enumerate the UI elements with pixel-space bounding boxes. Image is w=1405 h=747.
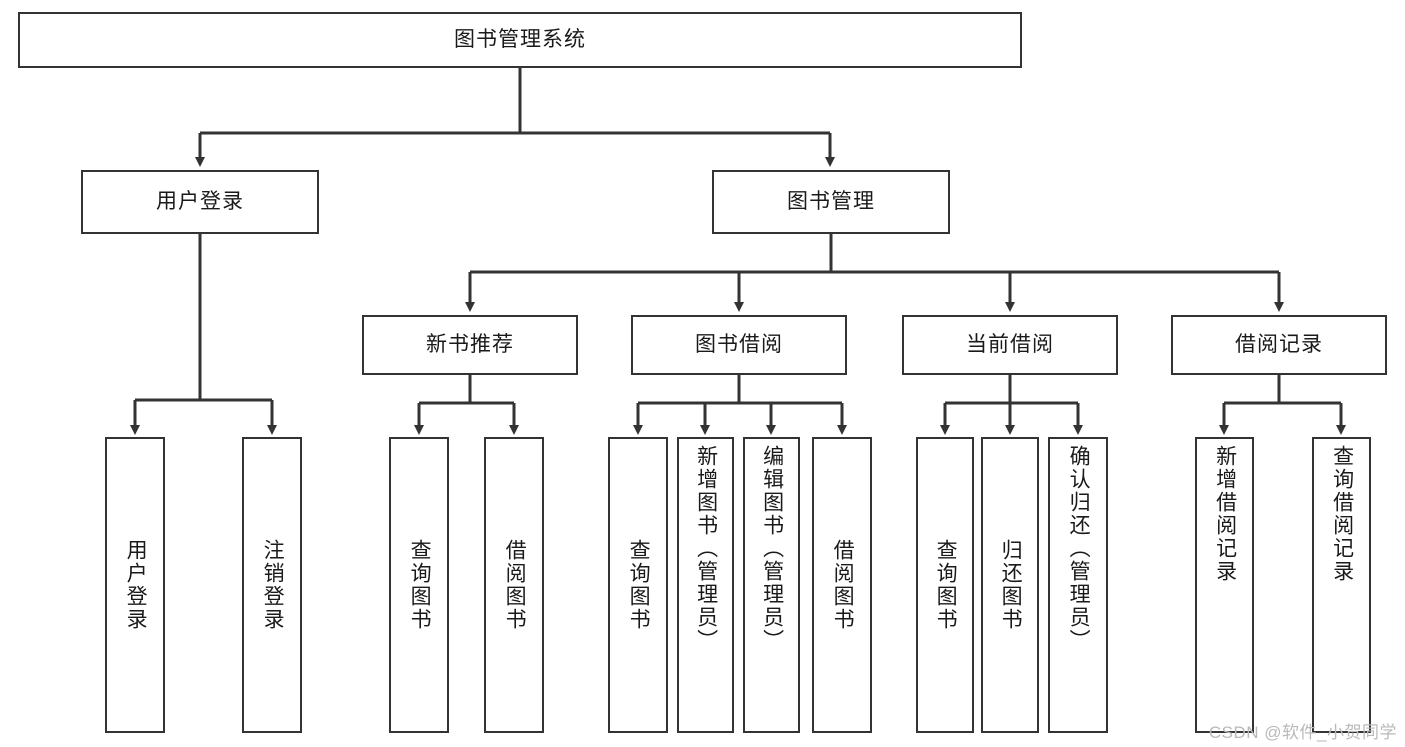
node-leaf-logout[interactable]: 注销登录 (242, 437, 302, 733)
node-leaf-borrow-books-recommend[interactable]: 借阅图书 (484, 437, 544, 733)
node-root-system[interactable]: 图书管理系统 (18, 12, 1022, 68)
node-label: 编辑图书（管理员） (760, 445, 784, 652)
node-label: 归还图书 (999, 539, 1023, 631)
node-label: 当前借阅 (966, 332, 1054, 356)
node-label: 借阅图书 (503, 539, 527, 631)
node-leaf-confirm-return-admin[interactable]: 确认归还（管理员） (1048, 437, 1108, 733)
node-leaf-query-books-current[interactable]: 查询图书 (916, 437, 974, 733)
node-leaf-return-book[interactable]: 归还图书 (981, 437, 1039, 733)
node-leaf-edit-book-admin[interactable]: 编辑图书（管理员） (743, 437, 800, 733)
node-book-borrow[interactable]: 图书借阅 (631, 315, 847, 375)
node-label: 查询图书 (627, 539, 651, 631)
node-user-login[interactable]: 用户登录 (81, 170, 319, 234)
node-label: 新书推荐 (426, 332, 514, 356)
node-label: 新增借阅记录 (1213, 445, 1237, 583)
node-label: 用户登录 (156, 189, 244, 213)
node-label: 借阅记录 (1235, 332, 1323, 356)
node-book-management[interactable]: 图书管理 (712, 170, 950, 234)
node-leaf-user-login[interactable]: 用户登录 (105, 437, 165, 733)
node-new-book-recommend[interactable]: 新书推荐 (362, 315, 578, 375)
node-borrow-record[interactable]: 借阅记录 (1171, 315, 1387, 375)
node-label: 图书管理 (787, 189, 875, 213)
node-label: 注销登录 (261, 539, 285, 631)
node-label: 图书借阅 (695, 332, 783, 356)
node-leaf-add-borrow-record[interactable]: 新增借阅记录 (1195, 437, 1254, 733)
node-label: 查询图书 (934, 539, 958, 631)
node-label: 确认归还（管理员） (1067, 445, 1091, 652)
node-label: 查询图书 (408, 539, 432, 631)
node-label: 查询借阅记录 (1330, 445, 1354, 583)
node-leaf-add-book-admin[interactable]: 新增图书（管理员） (677, 437, 734, 733)
node-leaf-borrow-book[interactable]: 借阅图书 (812, 437, 872, 733)
node-leaf-query-borrow-record[interactable]: 查询借阅记录 (1312, 437, 1371, 733)
node-leaf-query-books-borrow[interactable]: 查询图书 (608, 437, 668, 733)
node-label: 图书管理系统 (454, 27, 586, 51)
node-label: 新增图书（管理员） (694, 445, 718, 652)
node-label: 借阅图书 (831, 539, 855, 631)
node-label: 用户登录 (124, 539, 148, 631)
node-current-borrow[interactable]: 当前借阅 (902, 315, 1118, 375)
node-leaf-query-books-recommend[interactable]: 查询图书 (389, 437, 449, 733)
